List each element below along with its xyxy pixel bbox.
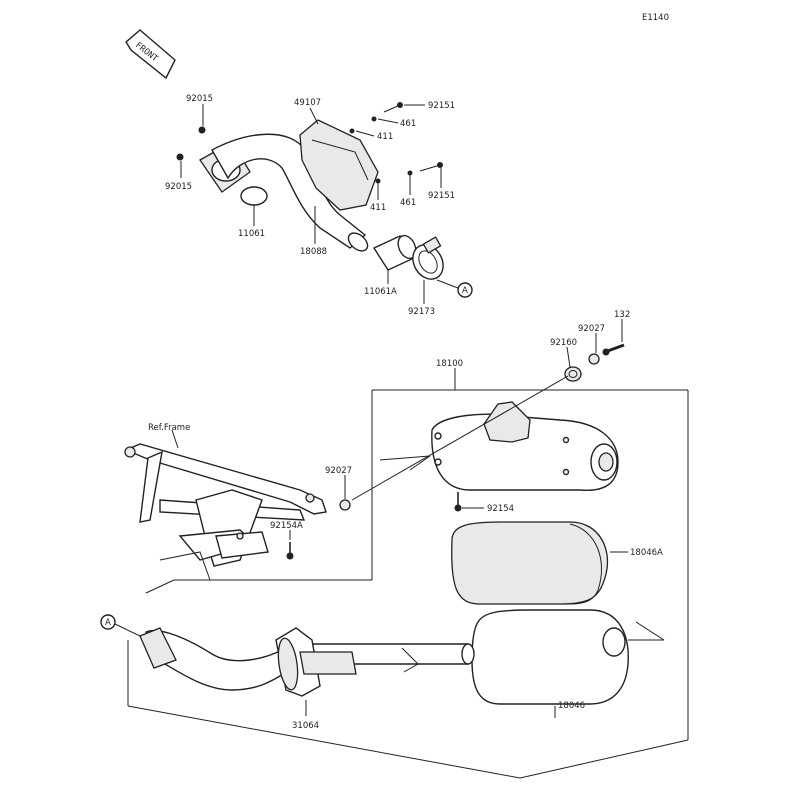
nut-92015-bottom	[176, 153, 184, 161]
clamp-92173	[412, 236, 444, 280]
bolt-92154A	[286, 530, 294, 560]
label-92151-top: 92151	[428, 101, 455, 111]
label-92160: 92160	[550, 338, 577, 348]
label-92015-top: 92015	[186, 94, 213, 104]
label-92154A: 92154A	[270, 521, 303, 531]
label-49107: 49107	[294, 98, 321, 108]
collar-92160	[564, 366, 582, 382]
muffler-cover-18046	[471, 609, 665, 718]
callout-a-bottom: A	[100, 614, 141, 637]
label-18046: 18046	[558, 701, 585, 711]
front-arrow-icon: FRONT	[125, 29, 176, 80]
header-pipe-18088	[199, 133, 369, 252]
svg-text:A: A	[105, 618, 111, 628]
gasket-11061	[240, 186, 268, 206]
label-461-bottom: 461	[400, 198, 416, 208]
assembly-box-18100	[127, 368, 689, 779]
muffler-bolt-132	[602, 343, 625, 356]
heat-guard-49107	[299, 119, 379, 211]
label-31064: 31064	[292, 721, 319, 731]
label-92154: 92154	[487, 504, 514, 514]
nut-92015-top	[198, 126, 206, 134]
label-ref-frame: Ref.Frame	[148, 423, 190, 433]
label-411-top: 411	[377, 132, 393, 142]
label-132: 132	[614, 310, 630, 320]
muffler-shell	[379, 401, 619, 491]
leader-lines-fasteners	[566, 319, 623, 368]
packing-18046A	[451, 521, 628, 605]
label-92027-mid: 92027	[325, 466, 352, 476]
label-92027-top: 92027	[578, 324, 605, 334]
label-11061A: 11061A	[364, 287, 397, 297]
label-461-top: 461	[400, 119, 416, 129]
label-92173: 92173	[408, 307, 435, 317]
label-18088: 18088	[300, 247, 327, 257]
label-411-bottom: 411	[370, 203, 386, 213]
diagram-code: E1140	[642, 13, 669, 23]
label-18100: 18100	[436, 359, 463, 369]
callout-a-top: A	[436, 279, 473, 298]
reference-frame	[124, 429, 327, 581]
label-11061: 11061	[238, 229, 265, 239]
washer-92027-mid	[339, 375, 569, 511]
bolt-92154	[454, 492, 484, 512]
label-18046A: 18046A	[630, 548, 663, 558]
mid-pipe-31064	[139, 627, 475, 716]
label-92151-bottom: 92151	[428, 191, 455, 201]
label-92015-bottom: 92015	[165, 182, 192, 192]
leader-lines-top	[180, 104, 442, 304]
svg-text:A: A	[462, 286, 468, 296]
gasket-11061A	[372, 234, 417, 271]
washer-92027-top	[588, 353, 600, 365]
heat-guard-fasteners	[349, 102, 443, 184]
